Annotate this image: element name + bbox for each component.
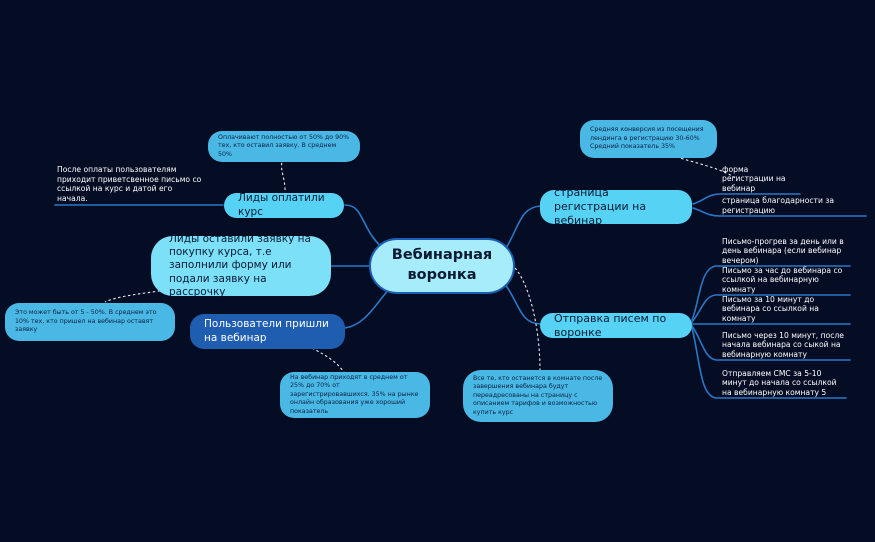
note-applied-text: Это может быть от 5 - 50%. В среднем это… xyxy=(15,309,157,334)
note-paid[interactable]: Оплачивают полностью от 50% до 90% тех, … xyxy=(208,131,360,162)
connector-root-registration xyxy=(504,205,541,251)
note-registration[interactable]: Средняя конверсия из посещения лендинга … xyxy=(580,120,717,158)
note-webinar-room[interactable]: Все те, кто останется в комнате после за… xyxy=(463,370,613,422)
leaf-email-day-before-text: Письмо-прогрев за день или в день вебина… xyxy=(722,236,844,265)
connector-reg-thanks xyxy=(692,207,867,217)
note-paid-text: Оплачивают полностью от 50% до 90% тех, … xyxy=(218,133,350,158)
leaf-email-10-min-before[interactable]: Письмо за 10 минут до вебинара со ссылко… xyxy=(720,295,850,323)
leaf-email-10-min-after[interactable]: Письмо через 10 минут, после начала веби… xyxy=(720,330,850,359)
leaf-welcome-email-text: После оплаты пользователям приходит прив… xyxy=(57,165,202,203)
leaf-email-10-min-after-text: Письмо через 10 минут, после начала веби… xyxy=(722,330,844,359)
topic-leads-paid[interactable]: Лиды оплатили курс xyxy=(224,192,344,218)
leaf-email-hour-before-text: Письмо за час до вебинара со ссылкой на … xyxy=(722,265,843,294)
connector-email-5 xyxy=(691,327,847,399)
leaf-registration-form-text: форма регистрации на вебинар xyxy=(722,164,786,193)
connector-email-1 xyxy=(691,265,851,321)
topic-email-sending[interactable]: Отправка писем по воронке xyxy=(540,311,692,339)
note-registration-text: Средняя конверсия из посещения лендинга … xyxy=(590,126,704,151)
topic-registration-page[interactable]: страница регистрации на вебинар xyxy=(540,186,692,227)
connector-root-emails xyxy=(504,283,541,325)
connector-email-2 xyxy=(691,294,851,323)
note-applied[interactable]: Это может быть от 5 - 50%. В среднем это… xyxy=(5,303,175,341)
dashed-registration-note xyxy=(679,157,736,179)
topic-leads-paid-label: Лиды оплатили курс xyxy=(238,192,325,218)
connector-root-came xyxy=(344,287,391,329)
topic-users-came[interactable]: Пользователи пришли на вебинар xyxy=(190,314,345,349)
topic-registration-page-label: страница регистрации на вебинар xyxy=(554,186,647,227)
leaf-thanks-page-text: страница благодарности за регистрацию xyxy=(722,196,835,215)
dashed-room-note xyxy=(514,267,541,371)
note-webinar-room-text: Все те, кто останется в комнате после за… xyxy=(473,374,603,416)
note-came-text: На вебинар приходят в среднем от 25% до … xyxy=(290,373,419,415)
topic-leads-applied-label: Лиды оставили заявку на покупку курса, т… xyxy=(169,233,311,298)
dashed-came-note xyxy=(311,347,346,375)
topic-users-came-label: Пользователи пришли на вебинар xyxy=(204,318,329,344)
connector-email-4 xyxy=(691,325,851,361)
leaf-welcome-email[interactable]: После оплаты пользователям приходит прив… xyxy=(55,165,205,203)
leaf-email-10-min-before-text: Письмо за 10 минут до вебинара со ссылко… xyxy=(722,294,819,323)
leaf-email-hour-before[interactable]: Письмо за час до вебинара со ссылкой на … xyxy=(720,266,850,294)
dashed-applied-note xyxy=(104,289,166,303)
root-title: Вебинарная воронка xyxy=(391,247,493,283)
topic-leads-applied[interactable]: Лиды оставили заявку на покупку курса, т… xyxy=(151,233,331,298)
leaf-sms-reminder-text: Отправляем СМС за 5-10 минут до начала с… xyxy=(722,368,837,397)
dashed-paid-note xyxy=(281,161,286,191)
topic-email-sending-label: Отправка писем по воронке xyxy=(554,311,667,339)
root-node-webinar-funnel[interactable]: Вебинарная воронка xyxy=(369,238,515,294)
leaf-registration-form[interactable]: форма регистрации на вебинар xyxy=(720,165,800,193)
leaf-email-day-before[interactable]: Письмо-прогрев за день или в день вебина… xyxy=(720,237,850,265)
connector-reg-form xyxy=(692,193,801,205)
leaf-sms-reminder[interactable]: Отправляем СМС за 5-10 минут до начала с… xyxy=(720,368,846,397)
note-came[interactable]: На вебинар приходят в среднем от 25% до … xyxy=(280,372,430,418)
leaf-thanks-page[interactable]: страница благодарности за регистрацию xyxy=(720,196,866,215)
